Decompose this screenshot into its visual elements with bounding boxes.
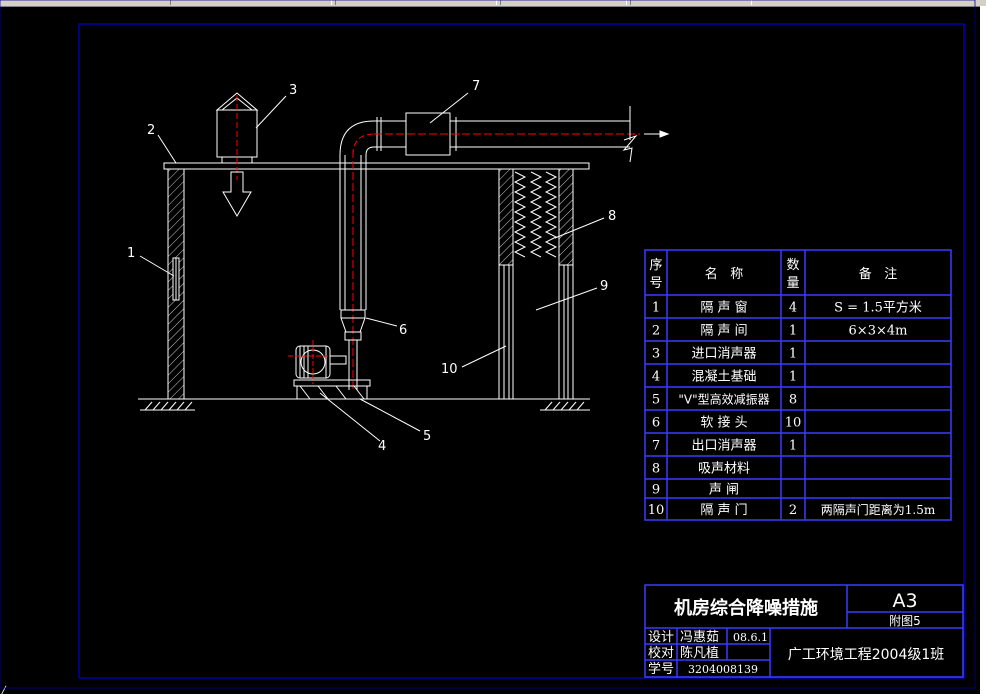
callout-1: 1 [127, 246, 135, 261]
table-cell-qty: 10 [785, 416, 802, 431]
toolbar-segment [630, 0, 752, 5]
callout-5: 5 [423, 429, 431, 444]
table-cell-name: 吸声材料 [698, 462, 750, 477]
ground-symbol-left [140, 401, 195, 411]
leader-5 [359, 398, 421, 432]
callout-3: 3 [289, 83, 297, 98]
callout-10: 10 [441, 362, 458, 377]
outlet-silencer [405, 112, 451, 156]
table-cell-qty: 1 [789, 347, 797, 362]
table-cell-name: 隔 声 门 [700, 503, 747, 518]
concrete-foundation [296, 385, 368, 400]
checker-name: 陈凡植 [680, 645, 719, 661]
student-id-label: 学号 [648, 661, 674, 677]
header-note: 备 注 [859, 266, 897, 282]
absorber-zigzag-1 [513, 171, 527, 258]
check-label: 校对 [648, 645, 674, 661]
leader-7 [429, 92, 469, 124]
table-cell-name: 声 闸 [709, 483, 739, 498]
designer-name: 冯惠茹 [680, 630, 719, 645]
leader-8 [554, 217, 605, 239]
figure-number: 附图5 [889, 614, 921, 628]
absorber-zigzag-2 [529, 171, 543, 258]
table-cell-index: 1 [652, 301, 660, 316]
table-cell-name: 隔 声 窗 [700, 300, 747, 316]
header-index-2: 号 [649, 276, 662, 291]
sheet-border [0, 0, 976, 689]
leader-2 [157, 134, 177, 164]
table-cell-name: 软 接 头 [700, 415, 747, 431]
toolbar-strip [0, 0, 986, 7]
callout-7: 7 [472, 79, 480, 94]
pipe-elbow-inner [365, 146, 375, 156]
right-wall-upper-b [558, 168, 574, 266]
student-id: 3204008139 [688, 663, 758, 676]
table-cell-index: 6 [652, 416, 660, 431]
table-cell-name: "V"型高效减振器 [678, 392, 769, 407]
parts-table: 序 号 名 称 数 量 备 注 1 隔 声 窗 4 S = 1.5平方米 2 隔 声 间 1… [644, 249, 952, 521]
design-date: 08.6.1 [733, 631, 768, 644]
table-cell-name: 进口消声器 [691, 347, 756, 362]
table-cell-index: 5 [652, 393, 660, 408]
sheet-size: A3 [892, 590, 917, 612]
header-qty-1: 数 [786, 258, 799, 273]
table-cell-index: 9 [652, 483, 660, 498]
table-cell-index: 10 [648, 503, 665, 518]
table-cell-note: 两隔声门距离为1.5m [821, 502, 936, 517]
design-label: 设计 [648, 630, 674, 645]
table-cell-index: 8 [652, 462, 660, 477]
toolbar-segment [170, 0, 332, 5]
horizontal-scrollbar[interactable] [0, 694, 986, 700]
fan-base [293, 379, 371, 387]
callout-4: 4 [378, 439, 386, 454]
callout-8: 8 [608, 209, 616, 224]
toolbar-segment [500, 0, 627, 5]
table-cell-qty: 1 [789, 324, 797, 339]
leader-3 [255, 95, 287, 129]
airflow-arrow [222, 171, 252, 217]
leader-10 [461, 345, 507, 368]
drawing-title: 机房综合降噪措施 [674, 597, 818, 619]
leader-4 [319, 392, 381, 442]
roof-slab [163, 162, 590, 170]
table-cell-qty: 1 [789, 370, 797, 385]
table-cell-qty: 8 [789, 393, 797, 408]
right-wall-upper-a [498, 168, 514, 266]
table-cell-name: 出口消声器 [691, 439, 756, 454]
leader-6 [365, 317, 398, 327]
header-qty-2: 量 [786, 276, 799, 291]
table-cell-index: 3 [652, 347, 660, 362]
table-cell-qty: 4 [789, 301, 797, 316]
table-cell-note: S = 1.5平方米 [834, 300, 922, 316]
table-cell-note: 6×3×4m [849, 324, 908, 339]
callout-2: 2 [147, 123, 155, 138]
callout-9: 9 [600, 279, 608, 294]
callout-labels: 1 2 3 4 5 6 7 8 9 10 [127, 79, 616, 454]
ground-symbol-right [540, 401, 590, 411]
title-block: 机房综合降噪措施 A3 附图5 设计 冯惠茹 08.6.1 校对 陈凡植 学号 … [644, 584, 964, 678]
outer-frame [78, 23, 965, 679]
header-index-1: 序 [649, 258, 662, 273]
table-cell-index: 4 [652, 370, 660, 385]
table-cell-name: 混凝土基础 [691, 369, 756, 385]
leader-1 [139, 255, 175, 277]
toolbar-segment [335, 0, 497, 5]
table-cell-name: 隔 声 间 [700, 324, 747, 339]
leader-9 [535, 287, 598, 311]
callout-6: 6 [399, 323, 407, 338]
table-cell-qty: 2 [789, 503, 797, 518]
cursor-icon: ╱ [0, 687, 7, 698]
school-name: 广工环境工程2004级1班 [788, 647, 945, 663]
vertical-scrollbar[interactable] [980, 6, 986, 694]
header-name: 名 称 [705, 266, 743, 282]
absorber-zigzag-3 [544, 171, 558, 258]
machine-room-drawing [138, 92, 670, 442]
pipe-elbow-outer [339, 120, 375, 156]
table-cell-index: 7 [652, 439, 660, 454]
table-cell-index: 2 [652, 324, 660, 339]
table-cell-qty: 1 [789, 439, 797, 454]
